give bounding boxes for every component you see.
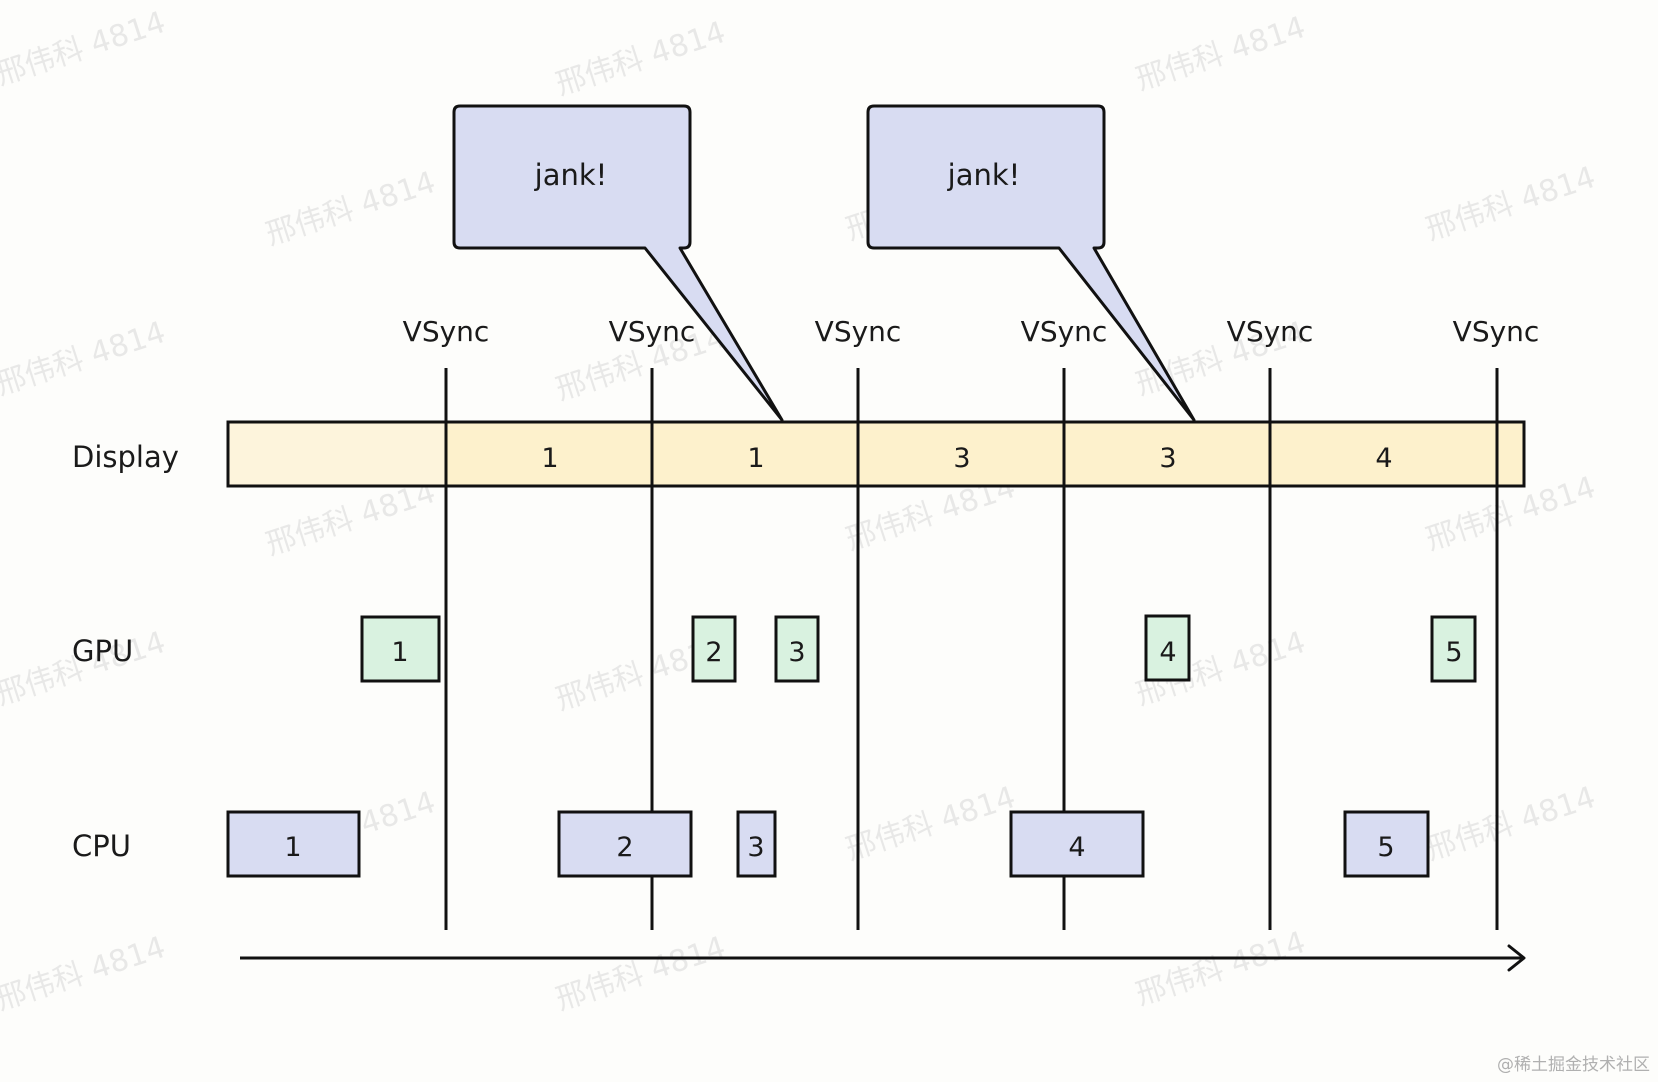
vsync-label: VSync: [1227, 315, 1314, 348]
arrow-head-icon: [1507, 944, 1526, 972]
row-label-display: Display: [72, 440, 179, 474]
watermark: 邢伟科 4814: [552, 930, 730, 1018]
display-bar-start-segment: [229, 423, 446, 485]
cpu-block: [736, 810, 777, 878]
display-frame-label: 1: [541, 443, 558, 474]
gpu-block-label: 5: [1445, 637, 1462, 668]
display-bar: 1 1 3 3 4: [226, 420, 1526, 488]
callout-bubble: [452, 104, 784, 422]
row-label-cpu: CPU: [72, 829, 131, 863]
footer-credit: @稀土掘金技术社区: [1497, 1055, 1650, 1075]
gpu-block: [1144, 614, 1191, 682]
watermark: 邢伟科 4814: [1422, 160, 1600, 248]
watermark: 邢伟科 4814: [0, 5, 170, 93]
jank-callout: jank!: [866, 104, 1196, 422]
callout-text: jank!: [534, 158, 608, 192]
display-frame-label: 3: [953, 443, 970, 474]
vsync-label: VSync: [609, 315, 696, 348]
cpu-block-label: 1: [284, 832, 301, 863]
gpu-block: [774, 615, 820, 683]
watermark: 邢伟科 4814: [1132, 925, 1310, 1013]
watermark: 邢伟科 4814: [262, 475, 440, 563]
jank-callout: jank!: [452, 104, 784, 422]
vsync-label: VSync: [815, 315, 902, 348]
cpu-block-label: 3: [747, 832, 764, 863]
display-frame-label: 1: [747, 443, 764, 474]
watermark: 邢伟科 4814: [0, 930, 170, 1018]
gpu-block: [360, 615, 441, 683]
cpu-block: [557, 810, 693, 878]
cpu-block-label: 2: [616, 832, 633, 863]
watermark: 邢伟科 4814: [1132, 10, 1310, 98]
callout-text: jank!: [947, 158, 1021, 192]
gpu-block-label: 4: [1159, 637, 1176, 668]
watermark: 邢伟科 4814: [262, 165, 440, 253]
vsync-label: VSync: [1021, 315, 1108, 348]
cpu-block-label: 5: [1377, 832, 1394, 863]
cpu-block: [226, 810, 361, 878]
gpu-block: [691, 615, 737, 683]
cpu-block: [1343, 810, 1430, 878]
vsync-label: VSync: [1453, 315, 1540, 348]
display-frame-label: 3: [1159, 443, 1176, 474]
watermark: 邢伟科 4814: [842, 780, 1020, 868]
watermark: 邢伟科 4814: [1422, 780, 1600, 868]
gpu-block: [1430, 615, 1477, 683]
gpu-row: 1 2 3 4 5: [360, 614, 1477, 683]
watermark: 邢伟科 4814: [0, 315, 170, 403]
watermark: 邢伟科 4814: [552, 15, 730, 103]
gpu-block-label: 2: [705, 637, 722, 668]
vsync-label: VSync: [403, 315, 490, 348]
cpu-row: 1 2 3 4 5: [226, 810, 1430, 878]
time-arrow: [240, 944, 1526, 972]
callout-bubble: [866, 104, 1196, 422]
display-frame-label: 4: [1375, 443, 1392, 474]
gpu-block-label: 3: [788, 637, 805, 668]
gpu-block-label: 1: [391, 637, 408, 668]
row-label-gpu: GPU: [72, 634, 133, 668]
cpu-block-label: 4: [1068, 832, 1085, 863]
cpu-block: [1009, 810, 1145, 878]
